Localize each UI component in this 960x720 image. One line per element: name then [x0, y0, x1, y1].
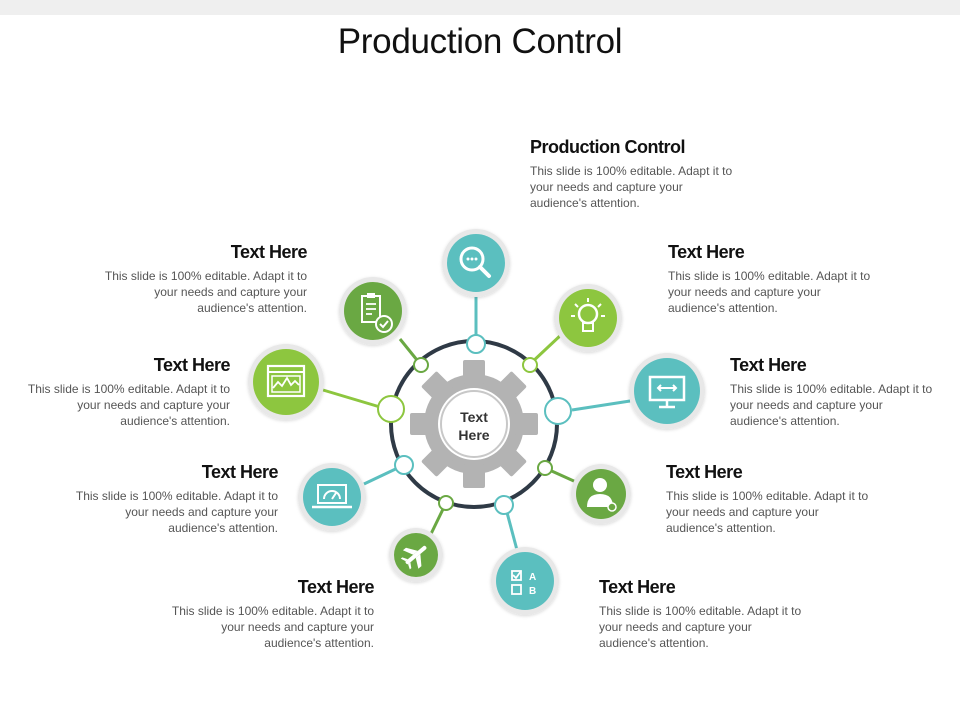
user-settings-icon	[571, 464, 631, 524]
block-heading: Text Here	[201, 462, 279, 482]
monitor-icon	[629, 353, 705, 429]
block-description: This slide is 100% editable. Adapt it to…	[530, 164, 733, 210]
center-label: Text Here	[434, 408, 514, 444]
block-heading: Text Here	[730, 355, 807, 375]
lightbulb-icon	[554, 284, 622, 352]
text-block-right-2: Text Here This slide is 100% editable. A…	[730, 355, 940, 429]
block-description: This slide is 100% editable. Adapt it to…	[599, 604, 802, 650]
gear-icon	[410, 360, 538, 488]
block-description: This slide is 100% editable. Adapt it to…	[666, 489, 869, 535]
text-block-right-4: Text Here This slide is 100% editable. A…	[599, 577, 809, 651]
block-heading: Text Here	[666, 462, 743, 482]
text-block-left-1: Text Here This slide is 100% editable. A…	[97, 242, 308, 316]
text-block-top: Production Control This slide is 100% ed…	[530, 137, 740, 211]
block-description: This slide is 100% editable. Adapt it to…	[27, 382, 230, 428]
text-block-left-3: Text Here This slide is 100% editable. A…	[68, 462, 279, 536]
block-description: This slide is 100% editable. Adapt it to…	[171, 604, 374, 650]
page-title: Production Control	[337, 22, 623, 61]
svg-text:B: B	[529, 586, 536, 597]
ab-test-icon: A B	[491, 547, 559, 615]
magnifier-icon	[442, 229, 510, 297]
laptop-gauge-icon	[298, 463, 366, 531]
chart-window-icon	[248, 344, 324, 420]
text-block-left-4: Text Here This slide is 100% editable. A…	[164, 577, 375, 651]
ring-nodes	[377, 334, 572, 515]
center-label-line1: Text	[460, 409, 488, 425]
block-description: This slide is 100% editable. Adapt it to…	[104, 269, 307, 315]
airplane-icon	[389, 528, 443, 582]
block-description: This slide is 100% editable. Adapt it to…	[668, 269, 871, 315]
top-bar	[0, 0, 960, 15]
block-heading: Production Control	[530, 137, 685, 157]
block-heading: Text Here	[599, 577, 676, 597]
block-heading: Text Here	[297, 577, 375, 597]
block-heading: Text Here	[153, 355, 231, 375]
svg-text:A: A	[529, 572, 536, 583]
block-description: This slide is 100% editable. Adapt it to…	[75, 489, 278, 535]
text-block-right-3: Text Here This slide is 100% editable. A…	[666, 462, 876, 536]
center-label-line2: Here	[458, 427, 490, 443]
clipboard-check-icon	[339, 277, 407, 345]
block-description: This slide is 100% editable. Adapt it to…	[730, 382, 933, 428]
block-heading: Text Here	[668, 242, 745, 262]
text-block-left-2: Text Here This slide is 100% editable. A…	[20, 355, 231, 429]
block-heading: Text Here	[230, 242, 308, 262]
text-block-right-1: Text Here This slide is 100% editable. A…	[668, 242, 878, 316]
